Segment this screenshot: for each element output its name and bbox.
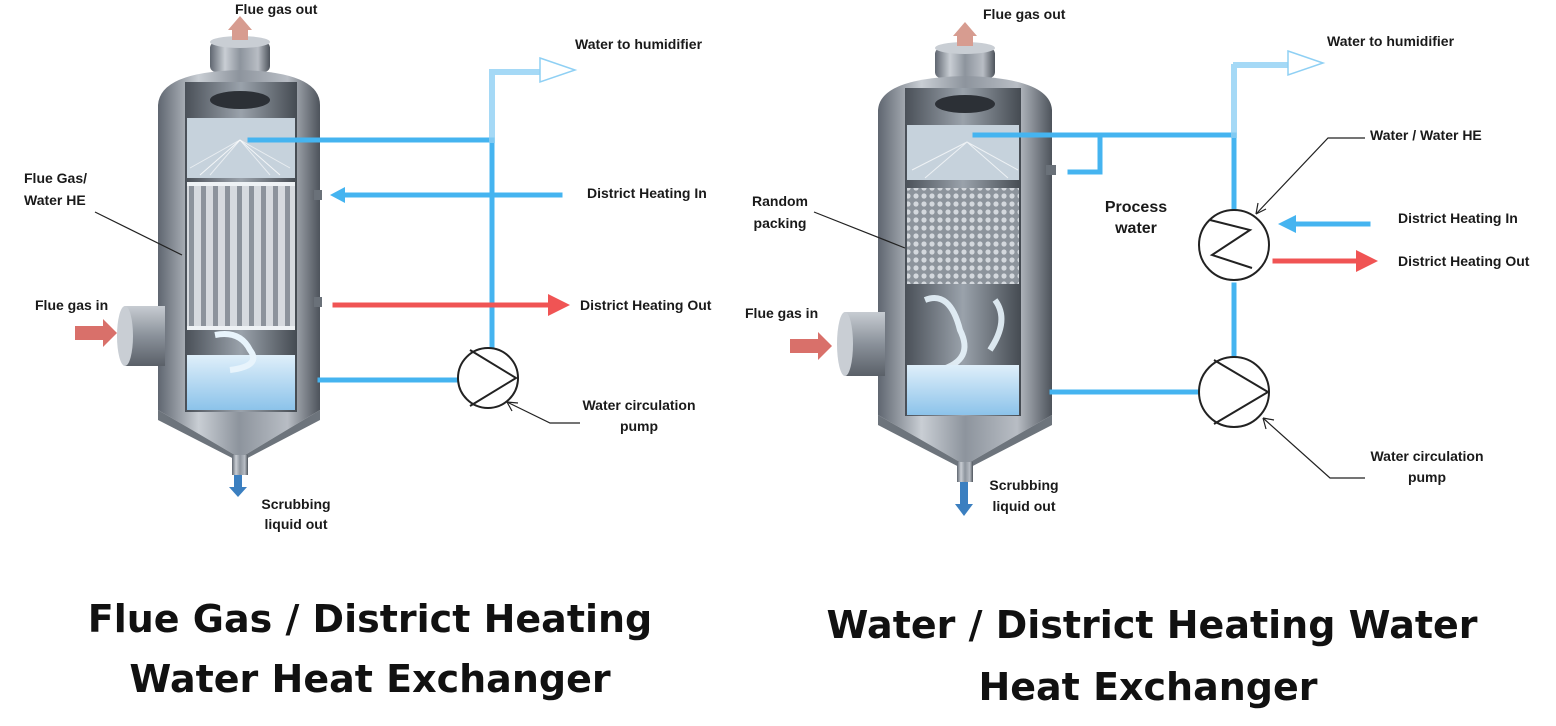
right-label-scrubbing-line1: Scrubbing: [989, 477, 1058, 493]
left-caption-line1: Flue Gas / District Heating: [88, 597, 653, 641]
right-scrubber-vessel: [837, 42, 1056, 482]
right-label-district-heating-out: District Heating Out: [1398, 253, 1530, 269]
right-flue-out-arrow: [953, 22, 977, 46]
left-pump-leader: [506, 401, 580, 424]
left-label-pump-line1: Water circulation: [582, 397, 695, 413]
right-flue-in-arrow: [790, 332, 832, 360]
right-label-flue-gas-out: Flue gas out: [983, 6, 1066, 22]
right-caption-line1: Water / District Heating Water: [826, 603, 1477, 647]
left-label-flue-gas-out: Flue gas out: [235, 1, 318, 17]
left-piping: [247, 56, 578, 383]
left-flue-in-arrow: [75, 319, 117, 347]
right-caption-line2: Heat Exchanger: [978, 665, 1317, 709]
left-flue-out-arrow: [228, 16, 252, 40]
right-scrubbing-out-arrow: [955, 482, 973, 516]
left-label-district-heating-out: District Heating Out: [580, 297, 712, 313]
right-label-process-water-line2: water: [1114, 220, 1157, 237]
left-tube-bundle: [187, 186, 295, 328]
right-random-packing: [907, 188, 1019, 284]
right-label-scrubbing-line2: liquid out: [993, 498, 1056, 514]
right-label-district-heating-in: District Heating In: [1398, 210, 1518, 226]
left-caption-line2: Water Heat Exchanger: [129, 657, 610, 701]
left-pump-leader-arrowhead: [506, 401, 519, 412]
right-label-pump-line1: Water circulation: [1370, 448, 1483, 464]
right-he-leader: [1255, 137, 1365, 215]
left-label-he-line1: Flue Gas/: [24, 170, 87, 186]
left-circulation-pump: [457, 347, 519, 409]
left-label-scrubbing-line1: Scrubbing: [261, 496, 330, 512]
right-water-water-he: [1198, 209, 1270, 281]
left-label-district-heating-in: District Heating In: [587, 185, 707, 201]
left-label-pump-line2: pump: [620, 418, 658, 434]
left-label-water-to-humidifier: Water to humidifier: [575, 36, 703, 52]
right-pump-leader: [1262, 417, 1365, 479]
right-label-water-to-humidifier: Water to humidifier: [1327, 33, 1455, 49]
left-label-scrubbing-line2: liquid out: [265, 516, 328, 532]
right-he-leader-arrowhead: [1255, 202, 1267, 215]
left-scrubber-vessel: [117, 36, 322, 475]
right-label-water-water-he: Water / Water HE: [1370, 127, 1482, 143]
left-diagram: Flue gas out Water to humidifier Flue Ga…: [24, 1, 712, 701]
left-scrubbing-out-arrow: [229, 475, 247, 497]
right-pump-leader-arrowhead: [1262, 417, 1275, 430]
left-liquid-sump: [187, 355, 295, 410]
right-label-flue-gas-in: Flue gas in: [745, 305, 818, 321]
right-label-random-packing-line2: packing: [754, 215, 807, 231]
right-packing-leader: [813, 211, 906, 249]
right-liquid-sump: [907, 365, 1019, 415]
right-diagram: Flue gas out Water to humidifier Water /…: [745, 6, 1530, 709]
left-label-he-line2: Water HE: [24, 192, 86, 208]
right-piping: [972, 49, 1378, 395]
left-he-leader: [94, 211, 183, 256]
right-circulation-pump: [1198, 356, 1270, 428]
left-label-flue-gas-in: Flue gas in: [35, 297, 108, 313]
right-label-process-water-line1: Process: [1105, 199, 1167, 216]
right-label-random-packing-line1: Random: [752, 193, 808, 209]
right-label-pump-line2: pump: [1408, 469, 1446, 485]
